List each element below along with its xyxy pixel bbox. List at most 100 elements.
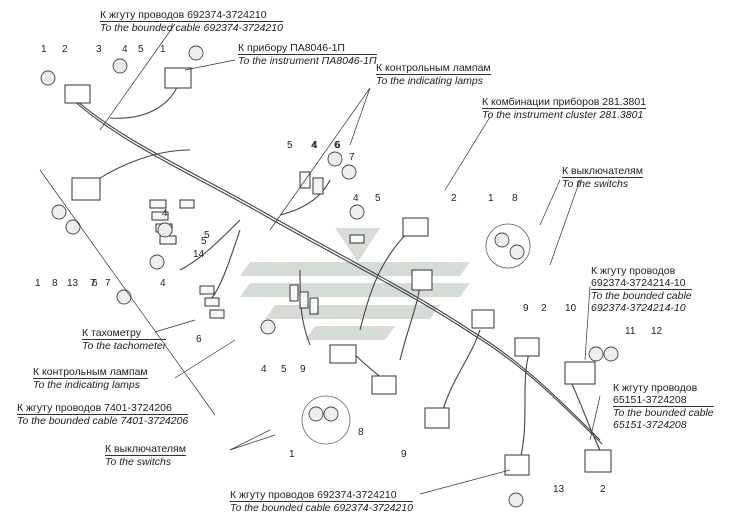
- callout-number: 7: [90, 278, 96, 289]
- callout-number: 8: [52, 278, 58, 289]
- caption-ru: К жгуту проводов: [591, 265, 676, 277]
- caption-en: To the bounded cable 692374-3724210: [230, 502, 413, 514]
- connector-2: [64, 84, 91, 104]
- connector-instrument: [164, 67, 192, 89]
- callout-number: 5: [204, 230, 210, 241]
- callout-number: 6: [334, 140, 340, 151]
- caption-en: To the switchs: [105, 456, 172, 468]
- callout-number: 4: [261, 364, 267, 375]
- callout-number: 1: [160, 44, 166, 55]
- callout-number: 2: [600, 484, 606, 495]
- caption-harness-65151: К жгуту проводов 65151-3724208 To the bo…: [613, 382, 714, 431]
- connector-9d: [424, 407, 450, 429]
- callout-number: 2: [541, 303, 547, 314]
- callout-number: 5: [201, 236, 207, 247]
- connector-cluster-2: [411, 269, 433, 291]
- caption-en: To the instrument cluster 281.3801: [482, 109, 644, 121]
- caption-indicating-lamps-top: К контрольным лампам To the indicating l…: [376, 62, 491, 87]
- caption-ru: К жгуту проводов: [613, 382, 698, 394]
- connector-2b: [514, 337, 540, 357]
- callout-number: 4: [162, 208, 168, 219]
- callout-number: 2: [451, 193, 457, 204]
- callout-number: 11: [625, 326, 636, 337]
- callout-number: 10: [565, 303, 577, 314]
- callout-number: 1: [289, 449, 295, 460]
- caption-ru: К контрольным лампам: [33, 366, 148, 379]
- connector-9b: [329, 344, 357, 364]
- callout-number: 1: [41, 44, 47, 55]
- caption-ru: К жгуту проводов 692374-3724210: [230, 489, 413, 502]
- callout-number: 8: [358, 427, 364, 438]
- callout-number: 2: [62, 44, 68, 55]
- caption-ru: К контрольным лампам: [376, 62, 491, 75]
- callout-number: 6: [196, 334, 202, 345]
- caption-en: To the tachometer: [82, 340, 167, 352]
- caption-en: To the indicating lamps: [376, 75, 484, 87]
- connector-cluster: [402, 217, 429, 237]
- callout-number: 7: [105, 278, 111, 289]
- connector-9a: [471, 309, 495, 329]
- caption-en: To the bounded cable 692374-3724210: [100, 22, 283, 34]
- callout-number: 5: [287, 140, 293, 151]
- callout-number: 6: [92, 278, 98, 289]
- callout-number: 8: [512, 193, 518, 204]
- callout-number: 13: [67, 278, 79, 289]
- leader-lines: [39, 23, 601, 495]
- caption-ru: К жгуту проводов 692374-3724210: [100, 9, 283, 22]
- caption-switchs-bottom: К выключателям To the switchs: [105, 443, 186, 468]
- caption-ru: К комбинации приборов 281.3801: [482, 96, 647, 109]
- caption-ru: К выключателям: [105, 443, 186, 456]
- callout-number: 4: [311, 140, 317, 151]
- caption-instrument: К прибору ПА8046-1П To the instrument ПА…: [238, 42, 377, 67]
- callout-number: 3: [96, 44, 102, 55]
- connectors: [64, 67, 612, 476]
- callout-number: 7: [349, 152, 355, 163]
- caption-code: 65151-3724208: [613, 394, 714, 407]
- callout-number: 9: [401, 449, 407, 460]
- callout-number: 6: [335, 140, 341, 151]
- caption-harness-bottom: К жгуту проводов 692374-3724210 To the b…: [230, 489, 413, 514]
- callout-number: 14: [193, 249, 205, 260]
- caption-en: To the bounded cable: [613, 407, 714, 419]
- caption-instrument-cluster: К комбинации приборов 281.3801 To the in…: [482, 96, 647, 121]
- caption-ru: К жгуту проводов 7401-3724206: [17, 402, 189, 415]
- callout-number: 9: [523, 303, 529, 314]
- connector-9c: [371, 375, 397, 395]
- caption-tachometer: К тахометру To the tachometer: [82, 327, 167, 352]
- watermark-logo: [240, 228, 470, 340]
- callout-number: 4: [122, 44, 128, 55]
- caption-ru: К прибору ПА8046-1П: [238, 42, 377, 55]
- connector-13: [71, 177, 101, 201]
- caption-en: To the instrument ПА8046-1П: [238, 55, 377, 67]
- harness-trunk: [69, 79, 603, 461]
- caption-ru: К тахометру: [82, 327, 167, 340]
- callout-number: 5: [281, 364, 287, 375]
- callout-number: 5: [138, 44, 144, 55]
- caption-indicating-lamps-bottom: К контрольным лампам To the indicating l…: [33, 366, 148, 391]
- caption-en-code: 692374-3724214-10: [591, 302, 686, 314]
- caption-en: To the bounded cable: [591, 290, 692, 302]
- connector-13b: [504, 454, 530, 476]
- caption-harness-top: К жгуту проводов 692374-3724210 To the b…: [100, 9, 283, 34]
- callout-number: 4: [160, 278, 166, 289]
- callout-number: 5: [375, 193, 381, 204]
- callout-number: 4: [353, 193, 359, 204]
- callout-number: 1: [35, 278, 41, 289]
- callout-number: 13: [553, 484, 565, 495]
- callout-number: 9: [300, 364, 306, 375]
- lamp-bulbs: [40, 45, 619, 508]
- group-circles: [301, 223, 531, 445]
- connector-2c: [584, 449, 612, 473]
- caption-ru: К выключателям: [562, 165, 643, 178]
- caption-en-code: 65151-3724208: [613, 419, 687, 431]
- connector-10: [564, 361, 596, 385]
- caption-harness-7401: К жгуту проводов 7401-3724206 To the bou…: [17, 402, 189, 427]
- caption-en: To the switchs: [562, 178, 629, 190]
- caption-en: To the indicating lamps: [33, 379, 141, 391]
- caption-code: 692374-3724214-10: [591, 277, 692, 290]
- callout-number: 12: [651, 326, 663, 337]
- caption-switchs-right: К выключателям To the switchs: [562, 165, 643, 190]
- callout-number: 4: [312, 140, 318, 151]
